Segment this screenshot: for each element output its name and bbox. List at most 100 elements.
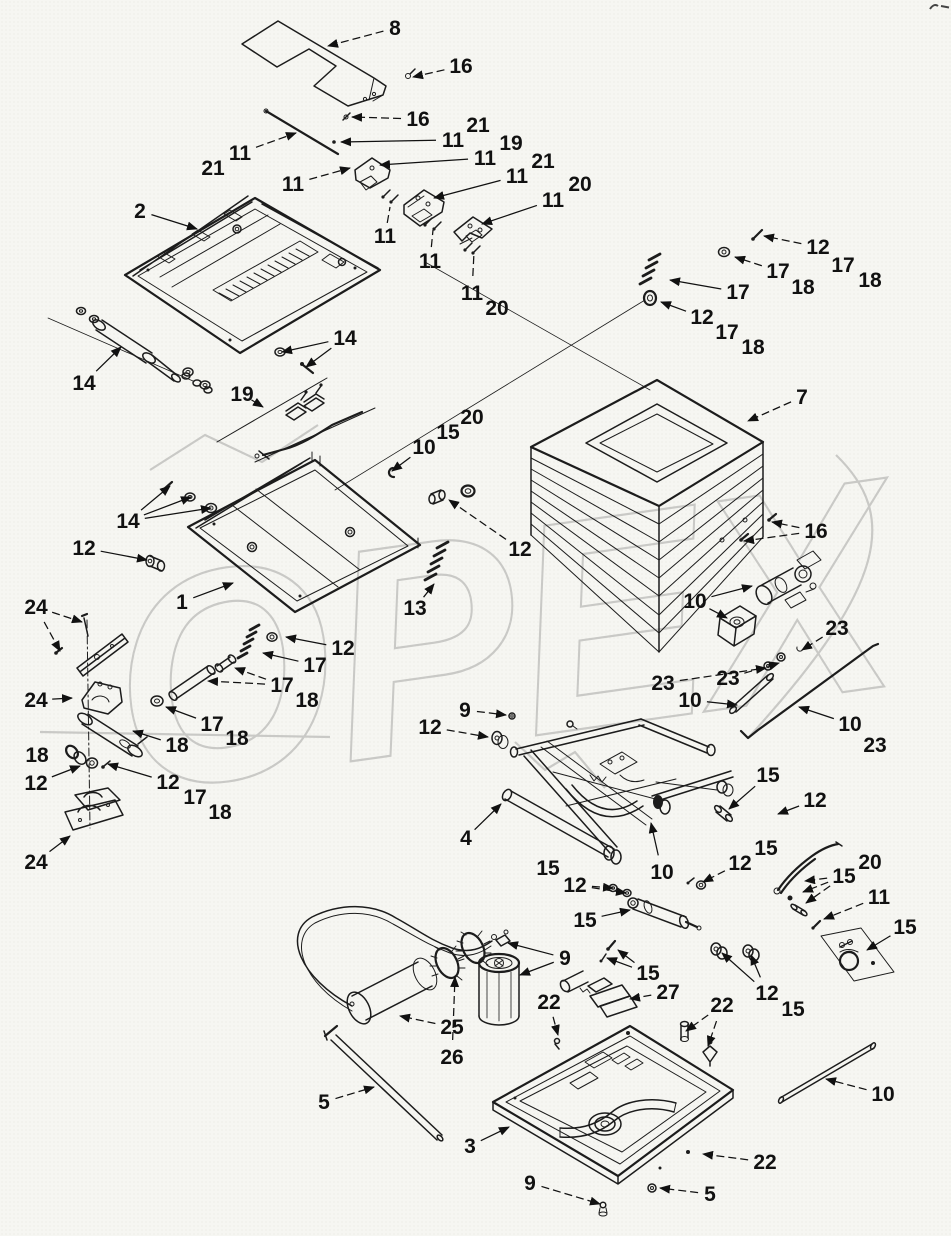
leader-line [659, 1184, 699, 1194]
leader-line [472, 251, 475, 277]
retainer-rod-and-screws [263, 68, 416, 156]
callout-10: 10 [678, 689, 738, 712]
callout-11: 11 [823, 886, 891, 920]
part-number-20: 20 [460, 406, 483, 429]
callout-24: 24 [24, 596, 83, 652]
callout-18: 18 [208, 801, 232, 824]
part-number-23: 23 [716, 667, 739, 690]
callout-21: 21 [466, 114, 490, 137]
part-number-21: 21 [531, 150, 555, 173]
part-number-16: 16 [804, 520, 827, 543]
callout-15: 15 [606, 949, 660, 985]
callout-24: 24 [24, 689, 73, 712]
leader-line [750, 954, 761, 978]
part-number-12: 12 [806, 236, 829, 259]
part-number-14: 14 [72, 372, 96, 395]
leader-line [386, 206, 391, 224]
part-number-12: 12 [156, 771, 179, 794]
callout-14: 14 [116, 485, 212, 533]
callout-9: 9 [507, 941, 571, 976]
part-number-11: 11 [868, 886, 891, 909]
leader-line [309, 166, 351, 181]
leader-line [629, 992, 652, 1002]
callout-16: 16 [743, 519, 828, 545]
callout-17: 17 [715, 321, 738, 344]
leader-line [617, 949, 635, 964]
leader-line [95, 346, 122, 372]
callout-15: 15 [573, 907, 631, 932]
part-number-24: 24 [24, 689, 48, 712]
part-number-17: 17 [831, 254, 854, 277]
callout-12: 12 [660, 301, 714, 329]
part-number-22: 22 [537, 991, 560, 1014]
part-number-11: 11 [506, 165, 529, 188]
callout-22: 22 [702, 1150, 777, 1174]
callout-16: 16 [351, 108, 430, 131]
part-number-12: 12 [72, 537, 95, 560]
callout-12: 12 [72, 537, 148, 563]
part-25-cylinder [346, 957, 438, 1025]
callout-12: 12 [563, 874, 627, 897]
callout-12: 12 [24, 765, 81, 795]
leader-line [305, 347, 332, 368]
part-number-15: 15 [436, 421, 460, 444]
part-number-17: 17 [766, 260, 789, 283]
leader-line [100, 550, 148, 563]
part-number-1: 1 [176, 591, 188, 614]
leader-line [340, 137, 437, 147]
leader-line [798, 705, 835, 720]
callout-24: 24 [24, 835, 71, 874]
leader-line [669, 277, 722, 290]
pivot-pins-and-lever [686, 804, 843, 930]
leader-line [685, 1014, 709, 1032]
leader-line [648, 822, 659, 856]
leader-line [285, 634, 327, 646]
callout-10: 10 [683, 584, 753, 619]
leader-line [721, 952, 755, 983]
part-number-2: 2 [134, 200, 146, 223]
callout-15: 15 [728, 764, 780, 810]
part-number-10: 10 [838, 713, 861, 736]
leader-line [165, 706, 197, 719]
callout-10: 10 [391, 436, 436, 472]
part-14-roller-assembly [47, 306, 315, 394]
callout-12: 12 [777, 789, 827, 815]
callout-12: 12 [763, 233, 830, 259]
part-number-10: 10 [412, 436, 435, 459]
callout-11: 11 [229, 132, 297, 165]
part-number-22: 22 [710, 994, 733, 1017]
callout-11: 11 [419, 229, 441, 273]
leader-line [140, 485, 171, 511]
callout-18: 18 [791, 276, 815, 299]
part-4-scissor-linkage [491, 712, 734, 865]
callout-4: 4 [460, 803, 502, 850]
leader-line [591, 882, 614, 892]
part-7-bellows [529, 378, 765, 653]
part-number-13: 13 [403, 597, 426, 620]
leader-line [777, 805, 800, 815]
part-number-24: 24 [24, 596, 48, 619]
leader-line [51, 765, 81, 778]
part-number-23: 23 [651, 672, 674, 695]
leader-line [551, 1016, 560, 1036]
callout-16: 16 [412, 55, 473, 80]
callout-22: 22 [537, 991, 561, 1036]
part-24-clamp-column [54, 612, 148, 831]
part-number-17: 17 [303, 654, 326, 677]
latch-bracket-3 [453, 216, 493, 255]
latch-bracket-1 [354, 157, 399, 204]
part-8-cover-plate [241, 20, 387, 107]
leader-line [706, 1020, 718, 1047]
part-number-11: 11 [374, 225, 397, 248]
part-number-21: 21 [201, 157, 225, 180]
part-9-filter-and-hose [296, 905, 521, 1026]
part-15-clamp-plate [820, 927, 895, 982]
part-number-8: 8 [389, 17, 401, 40]
part-number-3: 3 [464, 1135, 476, 1158]
leader-line [702, 870, 726, 883]
part-number-19: 19 [230, 383, 253, 406]
leader-line [335, 1085, 375, 1100]
leader-line [660, 301, 687, 312]
callout-12: 12 [107, 762, 180, 794]
